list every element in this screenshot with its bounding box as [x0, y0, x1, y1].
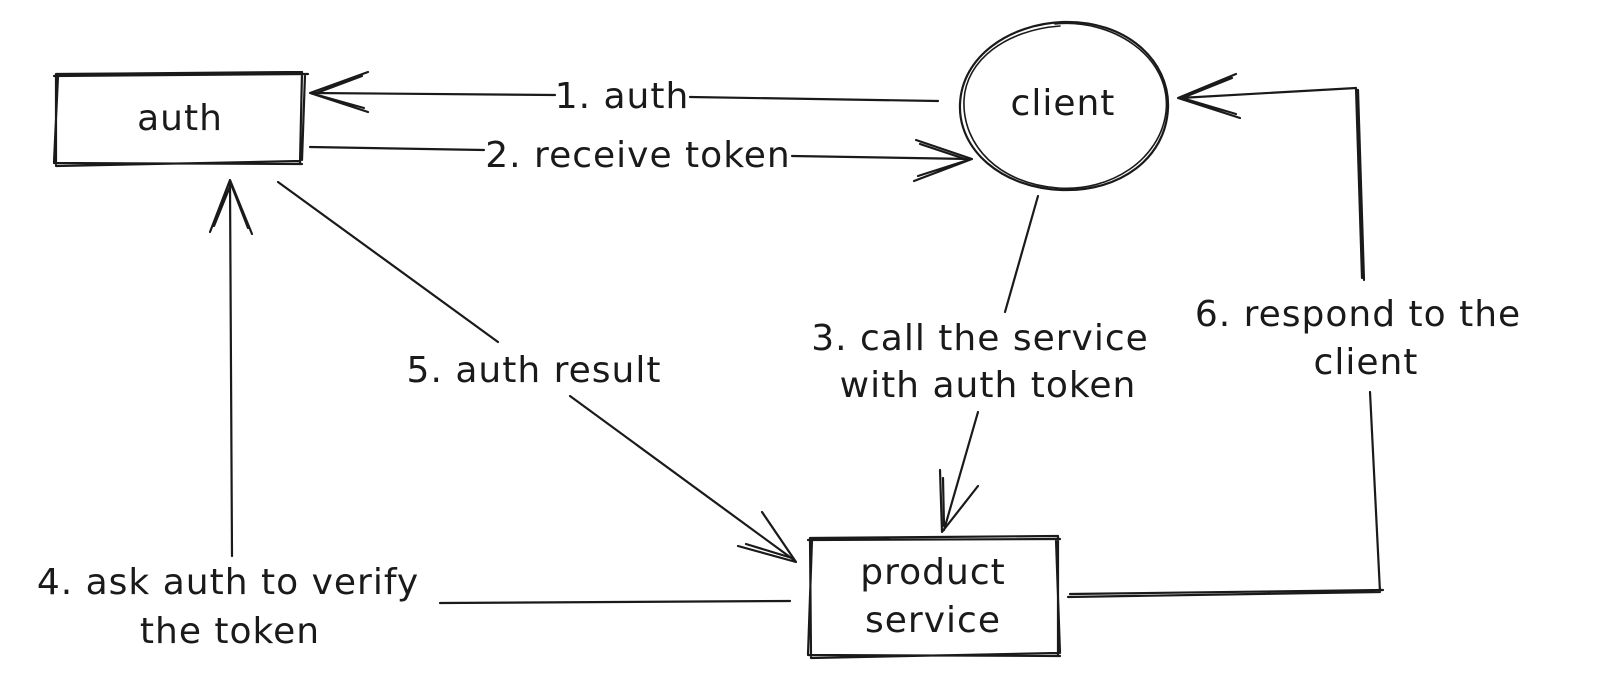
client-node: client	[958, 20, 1170, 192]
product-service-node-box	[806, 534, 1062, 660]
client-node-label: client	[1011, 83, 1116, 124]
edge-verify-token: 4. ask auth to verify the token	[37, 178, 792, 652]
edge-auth-request-label: 1. auth	[555, 76, 690, 117]
edge-call-service: 3. call the service with auth token	[811, 194, 1149, 534]
product-service-node-label-line1: product	[860, 552, 1005, 593]
edge-receive-token-label: 2. receive token	[485, 135, 790, 176]
edge-auth-request: 1. auth	[308, 70, 940, 117]
edge-auth-result-label: 5. auth result	[407, 350, 662, 391]
edge-call-service-line	[942, 194, 1040, 532]
edge-auth-result-line	[276, 180, 796, 562]
edge-respond-client-line	[1066, 86, 1385, 599]
edge-receive-token-line	[308, 145, 972, 161]
arrowhead-icon	[736, 510, 798, 564]
arrowhead-icon	[208, 178, 254, 236]
arrowhead-icon	[308, 70, 370, 114]
auth-node-label: auth	[137, 98, 223, 139]
edge-auth-request-line	[310, 91, 940, 103]
edge-receive-token: 2. receive token	[308, 135, 974, 183]
edge-verify-token-label-line2: the token	[140, 611, 320, 652]
arrowhead-icon	[938, 468, 980, 534]
edge-auth-result: 5. auth result	[276, 180, 798, 564]
arrowhead-icon	[912, 138, 974, 183]
edge-call-service-label-line2: with auth token	[840, 365, 1137, 406]
edge-respond-client-label-line2: client	[1314, 342, 1419, 383]
edge-respond-client: 6. respond to the client	[1066, 72, 1521, 599]
auth-node-box	[52, 70, 310, 168]
product-service-node: product service	[806, 534, 1062, 660]
auth-node: auth	[52, 70, 310, 168]
client-node-circle	[958, 20, 1170, 192]
edge-respond-client-label-line1: 6. respond to the	[1195, 294, 1521, 335]
edge-verify-token-label-line1: 4. ask auth to verify	[37, 562, 419, 603]
edge-call-service-label-line1: 3. call the service	[811, 318, 1149, 359]
arrowhead-icon	[1176, 72, 1242, 120]
product-service-node-label-line2: service	[865, 600, 1001, 641]
edge-verify-token-line	[228, 180, 792, 605]
